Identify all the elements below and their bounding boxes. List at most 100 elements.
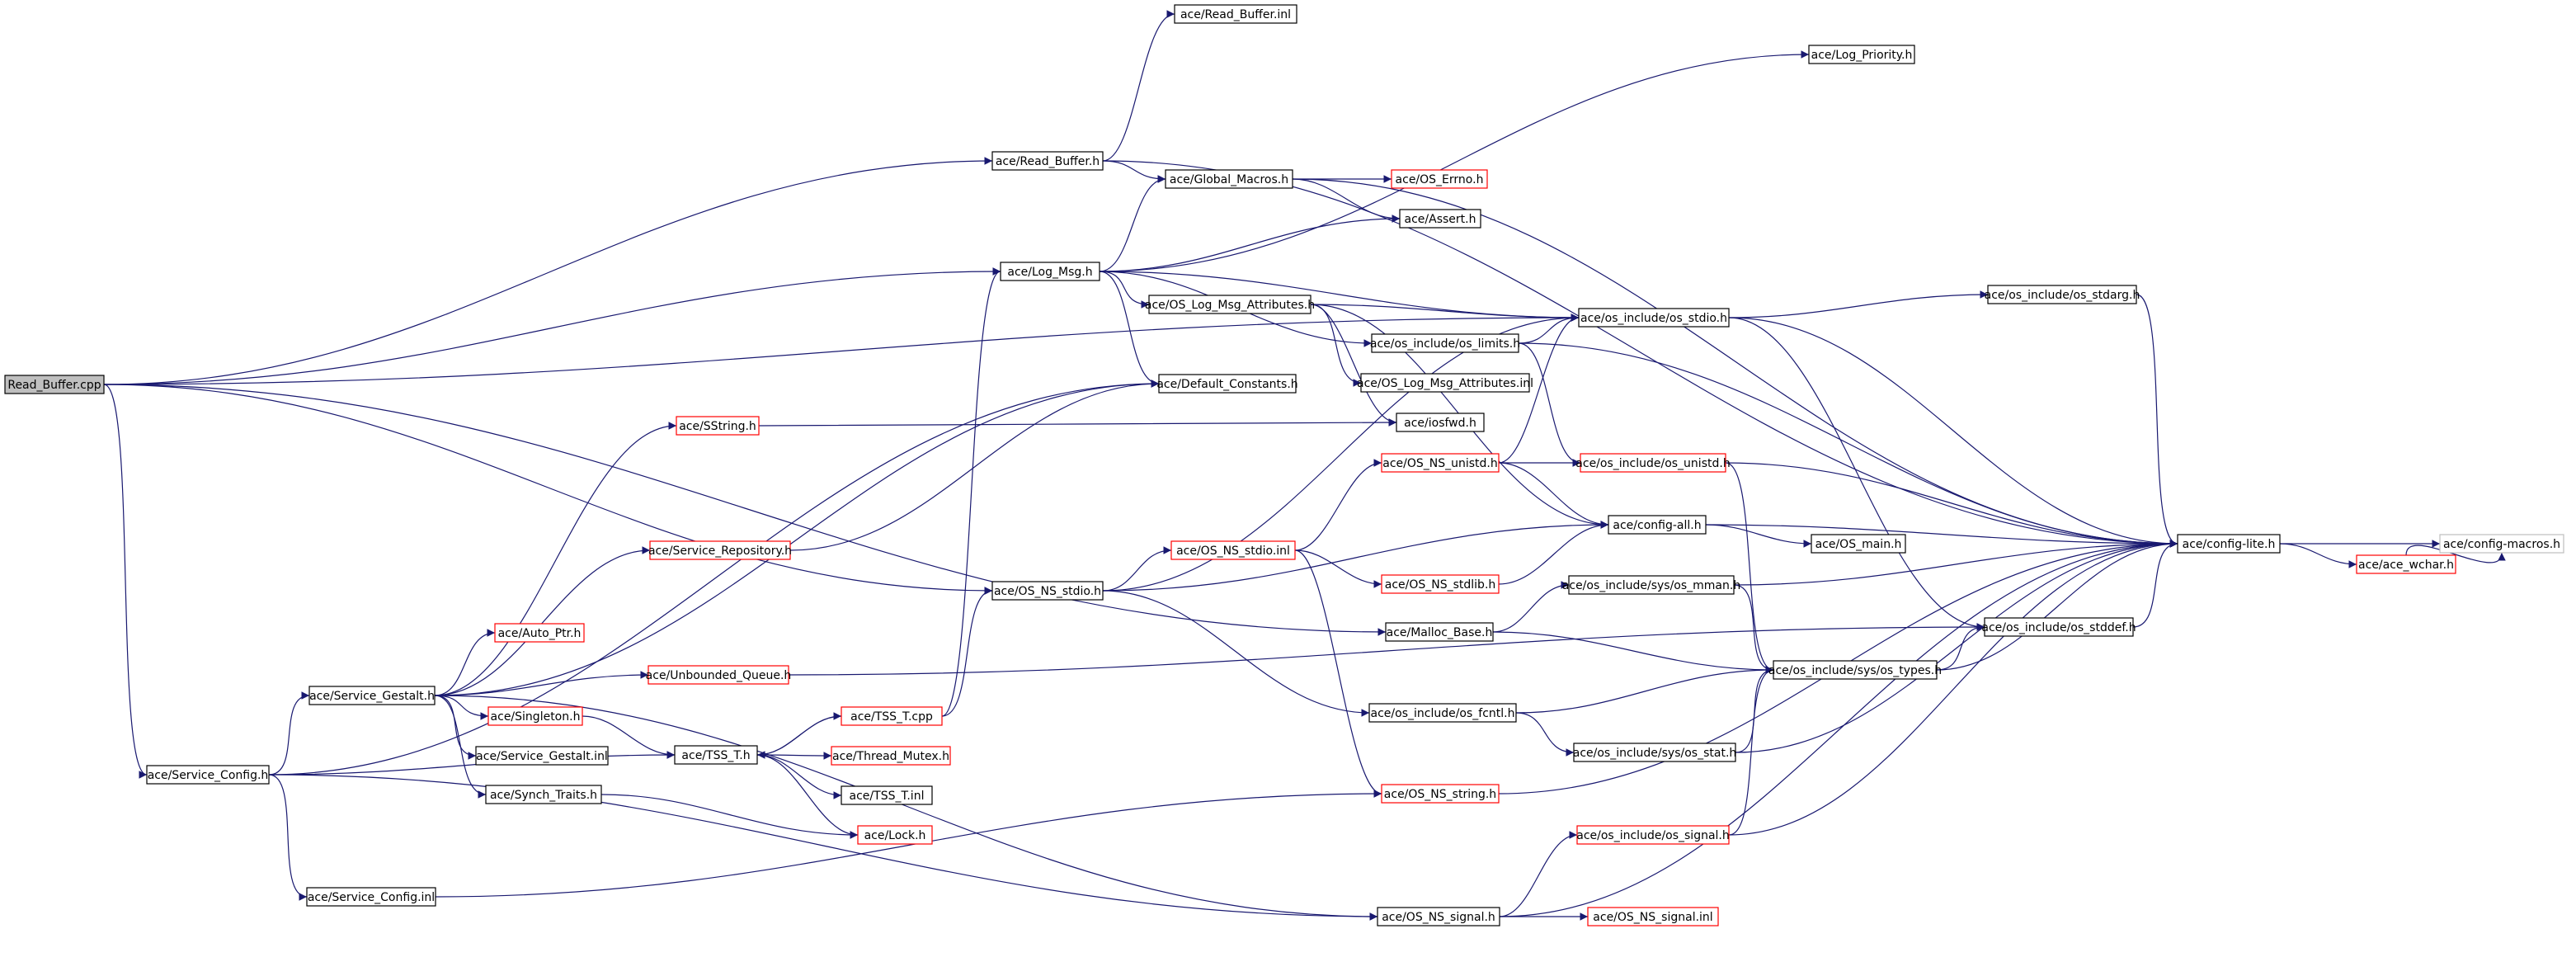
node-read-buffer-h[interactable]: ace/Read_Buffer.h bbox=[991, 151, 1104, 171]
node-os-limits-h[interactable]: ace/os_include/os_limits.h bbox=[1370, 333, 1520, 353]
node-box bbox=[1377, 907, 1500, 926]
node-os-stdarg-h[interactable]: ace/os_include/os_stdarg.h bbox=[1985, 285, 2140, 304]
edge-os_ns_stdio_inl-to-os_ns_unistd_h bbox=[1294, 459, 1382, 551]
node-os-errno-h[interactable]: ace/OS_Errno.h bbox=[1391, 169, 1488, 189]
node-label: ace/OS_NS_signal.h bbox=[1382, 911, 1495, 924]
node-box bbox=[1580, 453, 1726, 473]
node-service-config-h[interactable]: ace/Service_Config.h bbox=[146, 765, 270, 785]
node-box bbox=[1578, 308, 1730, 328]
node-iosfwd-h[interactable]: ace/iosfwd.h bbox=[1396, 413, 1485, 432]
node-box bbox=[1396, 413, 1485, 432]
node-service-repository-h[interactable]: ace/Service_Repository.h bbox=[648, 540, 792, 560]
node-os-ns-stdio-h[interactable]: ace/OS_NS_stdio.h bbox=[991, 581, 1104, 601]
node-service-gestalt-h[interactable]: ace/Service_Gestalt.h bbox=[308, 686, 436, 705]
node-read-buffer-inl[interactable]: ace/Read_Buffer.inl bbox=[1174, 4, 1297, 24]
edge-service_gestalt_h-to-synch_traits_h bbox=[434, 695, 487, 799]
edge-sstring_h-to-iosfwd_h bbox=[758, 418, 1397, 427]
node-os-fcntl-h[interactable]: ace/os_include/os_fcntl.h bbox=[1368, 703, 1517, 723]
node-os-ns-string-h[interactable]: ace/OS_NS_string.h bbox=[1381, 784, 1500, 804]
node-os-stdio-h[interactable]: ace/os_include/os_stdio.h bbox=[1578, 308, 1730, 328]
node-box bbox=[494, 623, 585, 643]
edge-os_ns_stdio_h-to-os_ns_stdio_inl bbox=[1102, 546, 1172, 592]
node-config-macros-h[interactable]: ace/config-macros.h bbox=[2439, 534, 2564, 554]
node-box bbox=[831, 746, 951, 766]
edge-os_ns_signal_h-to-config_lite_h bbox=[1499, 540, 2178, 917]
edges-layer bbox=[103, 10, 2506, 921]
node-box bbox=[1170, 540, 1296, 560]
node-label: ace/os_include/os_signal.h bbox=[1576, 829, 1730, 842]
edge-service_gestalt_h-to-unbounded_queue_h bbox=[434, 671, 649, 696]
node-os-log-msg-attr-h[interactable]: ace/OS_Log_Msg_Attributes.h bbox=[1145, 295, 1315, 314]
edge-service_gestalt_h-to-os_ns_signal_h bbox=[434, 695, 1378, 921]
node-os-types-h[interactable]: ace/os_include/sys/os_types.h bbox=[1768, 660, 1942, 680]
node-log-msg-h[interactable]: ace/Log_Msg.h bbox=[1000, 262, 1100, 281]
node-os-unistd-h[interactable]: ace/os_include/os_unistd.h bbox=[1575, 453, 1731, 473]
edge-service_gestalt_h-to-auto_ptr_h bbox=[434, 629, 496, 696]
node-thread-mutex-h[interactable]: ace/Thread_Mutex.h bbox=[831, 746, 951, 766]
node-label: ace/Service_Repository.h bbox=[648, 545, 792, 558]
node-label: ace/Service_Gestalt.h bbox=[309, 690, 435, 703]
node-service-config-inl[interactable]: ace/Service_Config.inl bbox=[306, 887, 436, 907]
edge-os_ns_stdio_inl-to-os_ns_string_h bbox=[1294, 549, 1382, 798]
node-root[interactable]: Read_Buffer.cpp bbox=[4, 375, 105, 394]
node-box bbox=[1987, 285, 2137, 304]
node-os-ns-stdlib-h[interactable]: ace/OS_NS_stdlib.h bbox=[1381, 574, 1500, 594]
node-malloc-base-h[interactable]: ace/Malloc_Base.h bbox=[1385, 622, 1494, 642]
node-box bbox=[991, 151, 1104, 171]
edge-os_mman_h-to-config_lite_h bbox=[1733, 540, 2178, 586]
node-box bbox=[1391, 169, 1488, 189]
node-singleton-h[interactable]: ace/Singleton.h bbox=[487, 706, 583, 726]
node-auto-ptr-h[interactable]: ace/Auto_Ptr.h bbox=[494, 623, 585, 643]
edge-service_config_h-to-tss_t_h bbox=[268, 751, 676, 776]
node-os-main-h[interactable]: ace/OS_main.h bbox=[1811, 534, 1906, 554]
node-os-log-msg-attr-inl[interactable]: ace/OS_Log_Msg_Attributes.inl bbox=[1357, 373, 1533, 393]
node-tss-t-cpp[interactable]: ace/TSS_T.cpp bbox=[841, 706, 943, 726]
node-label: ace/OS_Errno.h bbox=[1396, 173, 1484, 186]
node-assert-h[interactable]: ace/Assert.h bbox=[1399, 209, 1481, 229]
node-default-constants-h[interactable]: ace/Default_Constants.h bbox=[1156, 374, 1298, 394]
node-box bbox=[1573, 743, 1736, 762]
node-unbounded-queue-h[interactable]: ace/Unbounded_Queue.h bbox=[646, 665, 792, 685]
edge-os_ns_stdlib_h-to-config_all_h bbox=[1498, 521, 1609, 585]
node-label: ace/Default_Constants.h bbox=[1156, 378, 1297, 391]
node-config-lite-h[interactable]: ace/config-lite.h bbox=[2177, 534, 2281, 554]
node-synch-traits-h[interactable]: ace/Synch_Traits.h bbox=[485, 785, 602, 804]
edge-read_buffer_h-to-read_buffer_inl bbox=[1102, 10, 1175, 162]
node-box bbox=[1587, 907, 1719, 926]
node-label: ace/os_include/sys/os_mman.h bbox=[1562, 579, 1740, 592]
node-tss-t-inl[interactable]: ace/TSS_T.inl bbox=[841, 785, 933, 805]
node-log-priority-h[interactable]: ace/Log_Priority.h bbox=[1808, 45, 1915, 64]
edge-service_gestalt_h-to-sstring_h bbox=[434, 422, 677, 696]
node-label: ace/Malloc_Base.h bbox=[1387, 626, 1493, 639]
node-os-signal-h[interactable]: ace/os_include/os_signal.h bbox=[1576, 825, 1730, 845]
node-label: ace/Assert.h bbox=[1405, 213, 1476, 226]
node-os-ns-unistd-h[interactable]: ace/OS_NS_unistd.h bbox=[1381, 453, 1500, 473]
node-global-macros-h[interactable]: ace/Global_Macros.h bbox=[1165, 169, 1293, 189]
node-os-ns-stdio-inl[interactable]: ace/OS_NS_stdio.inl bbox=[1170, 540, 1296, 560]
node-service-gestalt-inl[interactable]: ace/Service_Gestalt.inl bbox=[475, 746, 609, 766]
node-config-all-h[interactable]: ace/config-all.h bbox=[1608, 515, 1707, 535]
edge-os_ns_stdio_h-to-config_all_h bbox=[1102, 521, 1609, 592]
node-ace-wchar-h[interactable]: ace/ace_wchar.h bbox=[2356, 554, 2456, 574]
node-lock-h[interactable]: ace/Lock.h bbox=[857, 825, 933, 845]
edge-service_repository_h-to-default_constants_h bbox=[789, 380, 1160, 551]
edge-os_ns_stdio_h-to-os_fcntl_h bbox=[1102, 590, 1370, 717]
node-label: ace/OS_NS_unistd.h bbox=[1382, 457, 1498, 470]
edge-log_msg_h-to-os_log_msg_attr_h bbox=[1099, 271, 1150, 309]
node-os-stat-h[interactable]: ace/os_include/sys/os_stat.h bbox=[1573, 743, 1737, 762]
edge-log_msg_h-to-default_constants_h bbox=[1099, 271, 1160, 388]
edge-os_types_h-to-config_lite_h bbox=[1936, 540, 2178, 671]
node-label: ace/config-all.h bbox=[1613, 519, 1701, 532]
edge-singleton_h-to-tss_t_h bbox=[582, 715, 676, 759]
node-os-ns-signal-inl[interactable]: ace/OS_NS_signal.inl bbox=[1587, 907, 1719, 926]
node-box bbox=[308, 686, 436, 705]
node-os-mman-h[interactable]: ace/os_include/sys/os_mman.h bbox=[1562, 575, 1740, 595]
edge-os_stdio_h-to-os_stddef_h bbox=[1728, 317, 1985, 631]
node-tss-t-h[interactable]: ace/TSS_T.h bbox=[674, 745, 758, 765]
node-label: ace/Singleton.h bbox=[491, 710, 581, 724]
node-os-ns-signal-h[interactable]: ace/OS_NS_signal.h bbox=[1377, 907, 1500, 926]
node-sstring-h[interactable]: ace/SString.h bbox=[676, 416, 760, 436]
edge-service_gestalt_h-to-singleton_h bbox=[434, 695, 489, 720]
node-os-stddef-h[interactable]: ace/os_include/os_stddef.h bbox=[1981, 617, 2136, 637]
node-box bbox=[2439, 534, 2564, 554]
